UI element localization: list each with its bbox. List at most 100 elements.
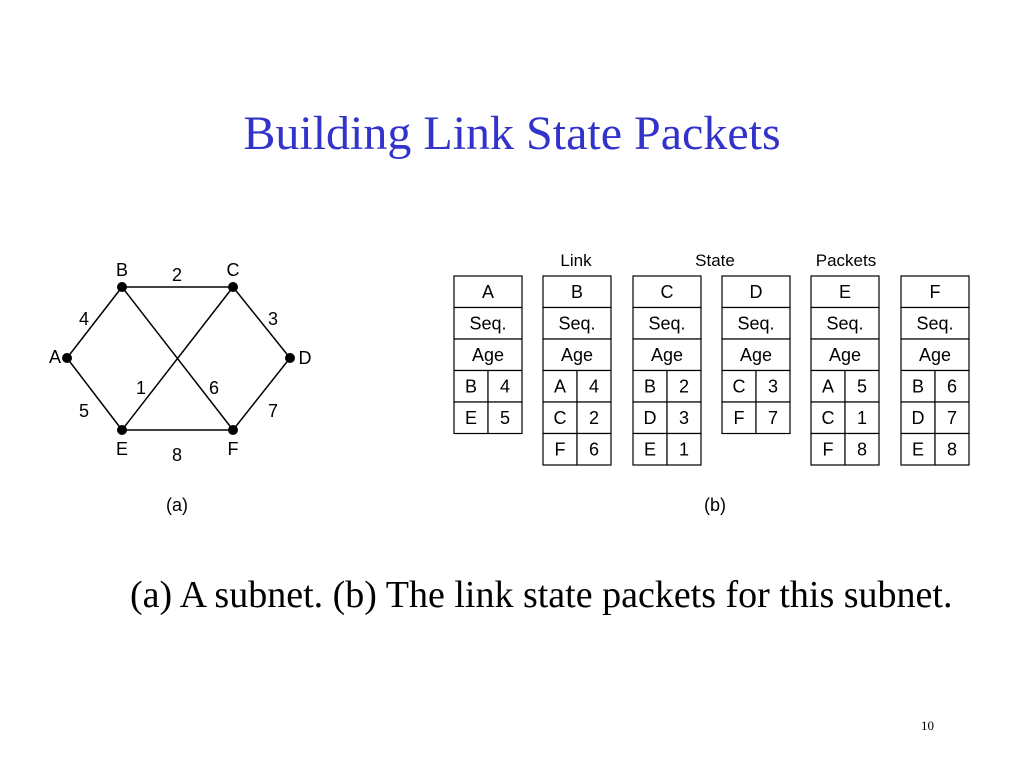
- age-label: Age: [651, 345, 683, 365]
- neighbor-name: B: [465, 376, 477, 396]
- table-cell: [810, 432, 846, 466]
- age-label: Age: [561, 345, 593, 365]
- router-name: C: [661, 282, 674, 302]
- link-cost: 8: [857, 439, 867, 459]
- router-name: D: [750, 282, 763, 302]
- table-cell: [844, 401, 880, 435]
- neighbor-name: E: [644, 439, 656, 459]
- link-cost: 8: [947, 439, 957, 459]
- edge-c-d: [232, 286, 291, 359]
- neighbor-name: C: [554, 408, 567, 428]
- neighbor-name: D: [644, 408, 657, 428]
- table-cell: [632, 306, 702, 340]
- node-label: A: [49, 347, 61, 367]
- seq-label: Seq.: [469, 313, 506, 333]
- neighbor-name: E: [465, 408, 477, 428]
- edge-weight-label: 4: [79, 309, 89, 329]
- table-cell: [542, 369, 578, 403]
- link-cost: 2: [679, 376, 689, 396]
- table-cell: [900, 306, 970, 340]
- table-cell: [900, 401, 936, 435]
- edge-weight-label: 8: [172, 445, 182, 465]
- edge-a-e: [66, 357, 123, 431]
- neighbor-name: A: [822, 376, 834, 396]
- edge-weight-label: 6: [209, 378, 219, 398]
- table-cell: [755, 401, 791, 435]
- table-cell: [844, 369, 880, 403]
- router-name: A: [482, 282, 494, 302]
- table-cell: [542, 275, 612, 309]
- table-cell: [632, 432, 668, 466]
- table-cell: [542, 338, 612, 372]
- link-cost: 3: [679, 408, 689, 428]
- table-cell: [934, 432, 970, 466]
- table-cell: [721, 338, 791, 372]
- table-cell: [576, 369, 612, 403]
- table-cell: [453, 338, 523, 372]
- table-cell: [487, 369, 523, 403]
- link-cost: 6: [947, 376, 957, 396]
- node-label: E: [116, 439, 128, 459]
- neighbor-name: B: [912, 376, 924, 396]
- edge-weight-label: 1: [136, 378, 146, 398]
- page-number: 10: [921, 718, 934, 733]
- node-e: [117, 425, 127, 435]
- table-cell: [755, 369, 791, 403]
- neighbor-name: C: [733, 376, 746, 396]
- link-cost: 7: [947, 408, 957, 428]
- table-cell: [900, 369, 936, 403]
- neighbor-name: E: [912, 439, 924, 459]
- age-label: Age: [829, 345, 861, 365]
- router-name: B: [571, 282, 583, 302]
- table-cell: [900, 275, 970, 309]
- node-label: D: [299, 348, 312, 368]
- packets-header-word: State: [695, 251, 735, 270]
- neighbor-name: A: [554, 376, 566, 396]
- router-name: E: [839, 282, 851, 302]
- link-cost: 6: [589, 439, 599, 459]
- edge-weight-label: 3: [268, 309, 278, 329]
- node-a: [62, 353, 72, 363]
- neighbor-name: D: [912, 408, 925, 428]
- panel-label-b: (b): [704, 495, 726, 515]
- neighbor-name: C: [822, 408, 835, 428]
- seq-label: Seq.: [558, 313, 595, 333]
- table-cell: [576, 432, 612, 466]
- node-label: B: [116, 260, 128, 280]
- neighbor-name: B: [644, 376, 656, 396]
- router-name: F: [930, 282, 941, 302]
- link-cost: 5: [857, 376, 867, 396]
- node-b: [117, 282, 127, 292]
- edge-d-f: [232, 357, 291, 431]
- table-cell: [632, 338, 702, 372]
- panel-label-a: (a): [166, 495, 188, 515]
- link-cost: 2: [589, 408, 599, 428]
- figure-caption: (a) A subnet. (b) The link state packets…: [130, 574, 953, 616]
- table-cell: [453, 401, 489, 435]
- table-cell: [487, 401, 523, 435]
- seq-label: Seq.: [737, 313, 774, 333]
- age-label: Age: [919, 345, 951, 365]
- table-cell: [576, 401, 612, 435]
- table-cell: [666, 432, 702, 466]
- node-label: F: [228, 439, 239, 459]
- link-cost: 5: [500, 408, 510, 428]
- table-cell: [666, 401, 702, 435]
- link-cost: 4: [589, 376, 599, 396]
- edge-weight-label: 2: [172, 265, 182, 285]
- table-cell: [844, 432, 880, 466]
- node-f: [228, 425, 238, 435]
- node-c: [228, 282, 238, 292]
- age-label: Age: [740, 345, 772, 365]
- link-cost: 1: [679, 439, 689, 459]
- packets-header-word: Link: [560, 251, 592, 270]
- link-cost: 7: [768, 408, 778, 428]
- link-cost: 1: [857, 408, 867, 428]
- seq-label: Seq.: [648, 313, 685, 333]
- neighbor-name: F: [555, 439, 566, 459]
